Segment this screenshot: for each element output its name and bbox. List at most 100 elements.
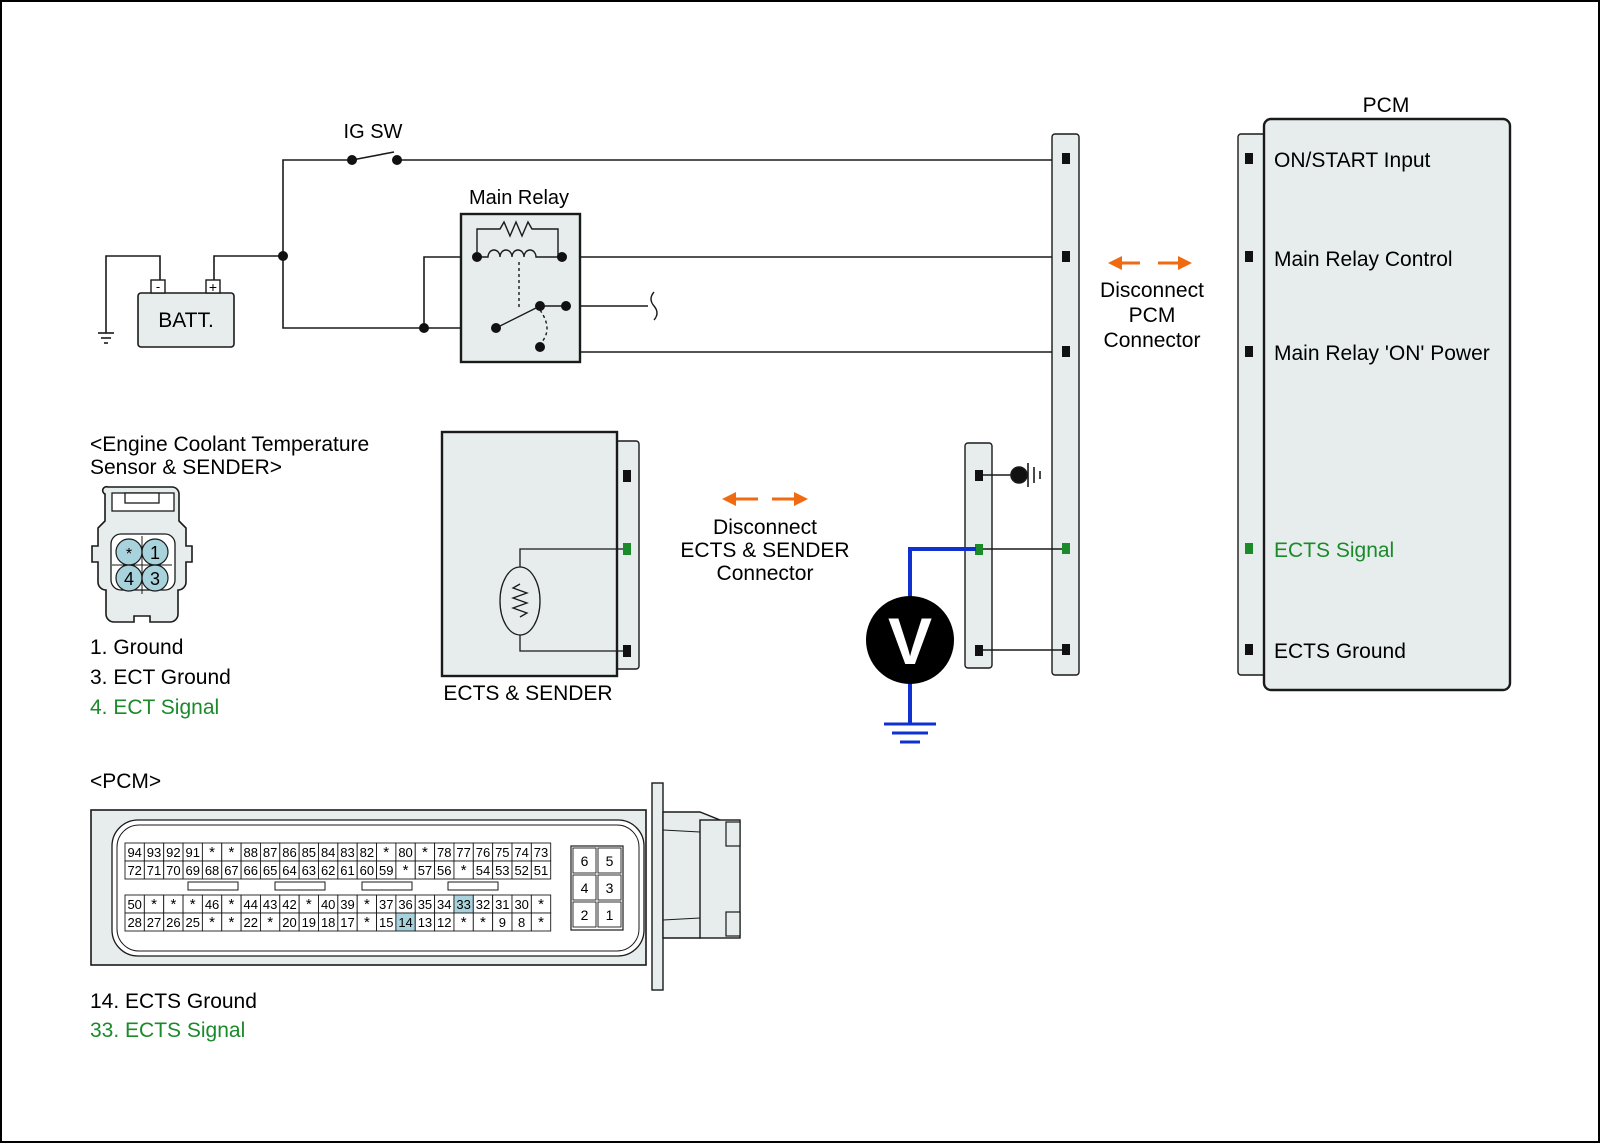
pcm-pin-cell [530, 860, 552, 880]
pcm-title: PCM [1363, 94, 1410, 117]
pcm-pin-label: 52 [514, 863, 528, 878]
pcm-pin-label: 69 [185, 863, 199, 878]
pcm-pin-cell [530, 912, 552, 932]
pcm-small-pin-cell [597, 901, 622, 928]
battery-ground-wire [105, 255, 161, 333]
pcm-connector-title: <PCM> [90, 770, 161, 793]
ects-harness-connector [964, 442, 993, 669]
ect-pin-4: 4 [124, 569, 134, 589]
pcm-pin-label: * [170, 896, 176, 913]
pcm-small-pin-label: 4 [581, 880, 589, 896]
pcm-pin-label: 77 [456, 845, 470, 860]
pcm-pin-label: 9 [499, 915, 506, 930]
disconnect-pcm-arrows [1108, 256, 1192, 270]
pcm-small-pin-cell [572, 874, 597, 901]
main-relay: Main Relay [459, 187, 582, 364]
junction-dots [278, 251, 429, 333]
ect-connector-title-line1: <Engine Coolant Temperature [90, 433, 369, 456]
pcm-block: PCM ON/START Input Main Relay Control Ma… [1237, 94, 1512, 692]
batt-to-relay-wire [282, 256, 424, 329]
pcm-pin-label: * [190, 896, 196, 913]
battery-plus-label: + [209, 279, 217, 295]
pcm-pin-label: * [306, 896, 312, 913]
pcm-pin-label: 46 [205, 897, 219, 912]
pcm-pin-label: 82 [360, 845, 374, 860]
pcm-pin-label: 14 [398, 915, 412, 930]
main-relay-label: Main Relay [469, 187, 569, 209]
pcm-pin-label: 70 [166, 863, 180, 878]
pcm-pin-label: * [538, 914, 544, 931]
battery-positive-wire [213, 255, 283, 280]
pcm-pin-label: 68 [205, 863, 219, 878]
pcm-pin-label: 31 [495, 897, 509, 912]
ect-legend-ect-signal: 4. ECT Signal [90, 696, 219, 719]
disconnect-pcm-line1: Disconnect [1100, 279, 1204, 302]
pcm-pin-label: 44 [244, 897, 258, 912]
pcm-pin-label: 92 [166, 845, 180, 860]
pcm-pin-label: 19 [302, 915, 316, 930]
pcm-pin-label: * [209, 914, 215, 931]
pcm-pin-label: 94 [127, 845, 141, 860]
pcm-pin-label: 62 [321, 863, 335, 878]
pcm-pin-label: 42 [282, 897, 296, 912]
ig-switch: IG SW [344, 121, 403, 165]
pcm-connector-body [90, 782, 741, 991]
pcm-pin-label: * [364, 896, 370, 913]
pcm-pin-on-start: ON/START Input [1274, 149, 1431, 172]
pcm-pin-label: 33 [456, 897, 470, 912]
pcm-pin-label: 28 [127, 915, 141, 930]
pcm-pin-label: 25 [185, 915, 199, 930]
pcm-pin-label: 32 [476, 897, 490, 912]
disconnect-pcm-line3: Connector [1104, 329, 1201, 352]
battery-label: BATT. [158, 309, 214, 332]
pcm-pin-label: 18 [321, 915, 335, 930]
pcm-pin-label: 87 [263, 845, 277, 860]
pcm-pin-label: 57 [418, 863, 432, 878]
disconnect-ects-line2: ECTS & SENDER [680, 539, 849, 562]
pcm-pin-label: 61 [340, 863, 354, 878]
pcm-pin-label: 66 [244, 863, 258, 878]
pcm-pin-label: 53 [495, 863, 509, 878]
pcm-pin-label: 64 [282, 863, 296, 878]
pcm-pin-label: 27 [147, 915, 161, 930]
pcm-small-pin-cell [572, 847, 597, 874]
ect-pin-3: 3 [150, 569, 160, 589]
pcm-pin-label: 65 [263, 863, 277, 878]
voltmeter-icon [866, 596, 954, 684]
pcm-pin-label: * [422, 844, 428, 861]
pcm-pin-label: * [403, 862, 409, 879]
pcm-small-pin-cell [572, 901, 597, 928]
pcm-pin-label: 37 [379, 897, 393, 912]
pcm-pin-label: 83 [340, 845, 354, 860]
pcm-pin-label: 26 [166, 915, 180, 930]
disconnect-ects-arrows [722, 492, 808, 506]
pcm-small-pin-label: 5 [606, 853, 614, 869]
pcm-pin-main-relay-control: Main Relay Control [1274, 248, 1453, 271]
pcm-pin-label: 74 [514, 845, 528, 860]
pcm-pin-label: 34 [437, 897, 451, 912]
pcm-pin-label: * [229, 914, 235, 931]
pcm-harness-pins [1062, 153, 1070, 655]
pcm-small-pin-label: 3 [606, 880, 614, 896]
pcm-pin-label: 15 [379, 915, 393, 930]
ect-legend-ect-ground: 3. ECT Ground [90, 666, 231, 689]
pcm-pin-label: * [151, 896, 157, 913]
voltmeter-label: V [888, 604, 932, 678]
pcm-pin-label: 59 [379, 863, 393, 878]
pcm-small-pin-label: 6 [581, 853, 589, 869]
pcm-pin-label: 63 [302, 863, 316, 878]
pcm-pin-label: 88 [244, 845, 258, 860]
pcm-pin-label: 13 [418, 915, 432, 930]
battery-ground-icon [98, 332, 114, 344]
pcm-pin-label: 93 [147, 845, 161, 860]
pcm-pin-label: 43 [263, 897, 277, 912]
pcm-pin-label: 40 [321, 897, 335, 912]
pcm-pin-label: 56 [437, 863, 451, 878]
ect-pin-star: * [126, 546, 132, 563]
pcm-pin-label: 35 [418, 897, 432, 912]
ects-harness-pins [975, 470, 983, 656]
disconnect-ects-line1: Disconnect [713, 516, 817, 539]
pcm-pin-label: 30 [514, 897, 528, 912]
pcm-pin-label: 67 [224, 863, 238, 878]
